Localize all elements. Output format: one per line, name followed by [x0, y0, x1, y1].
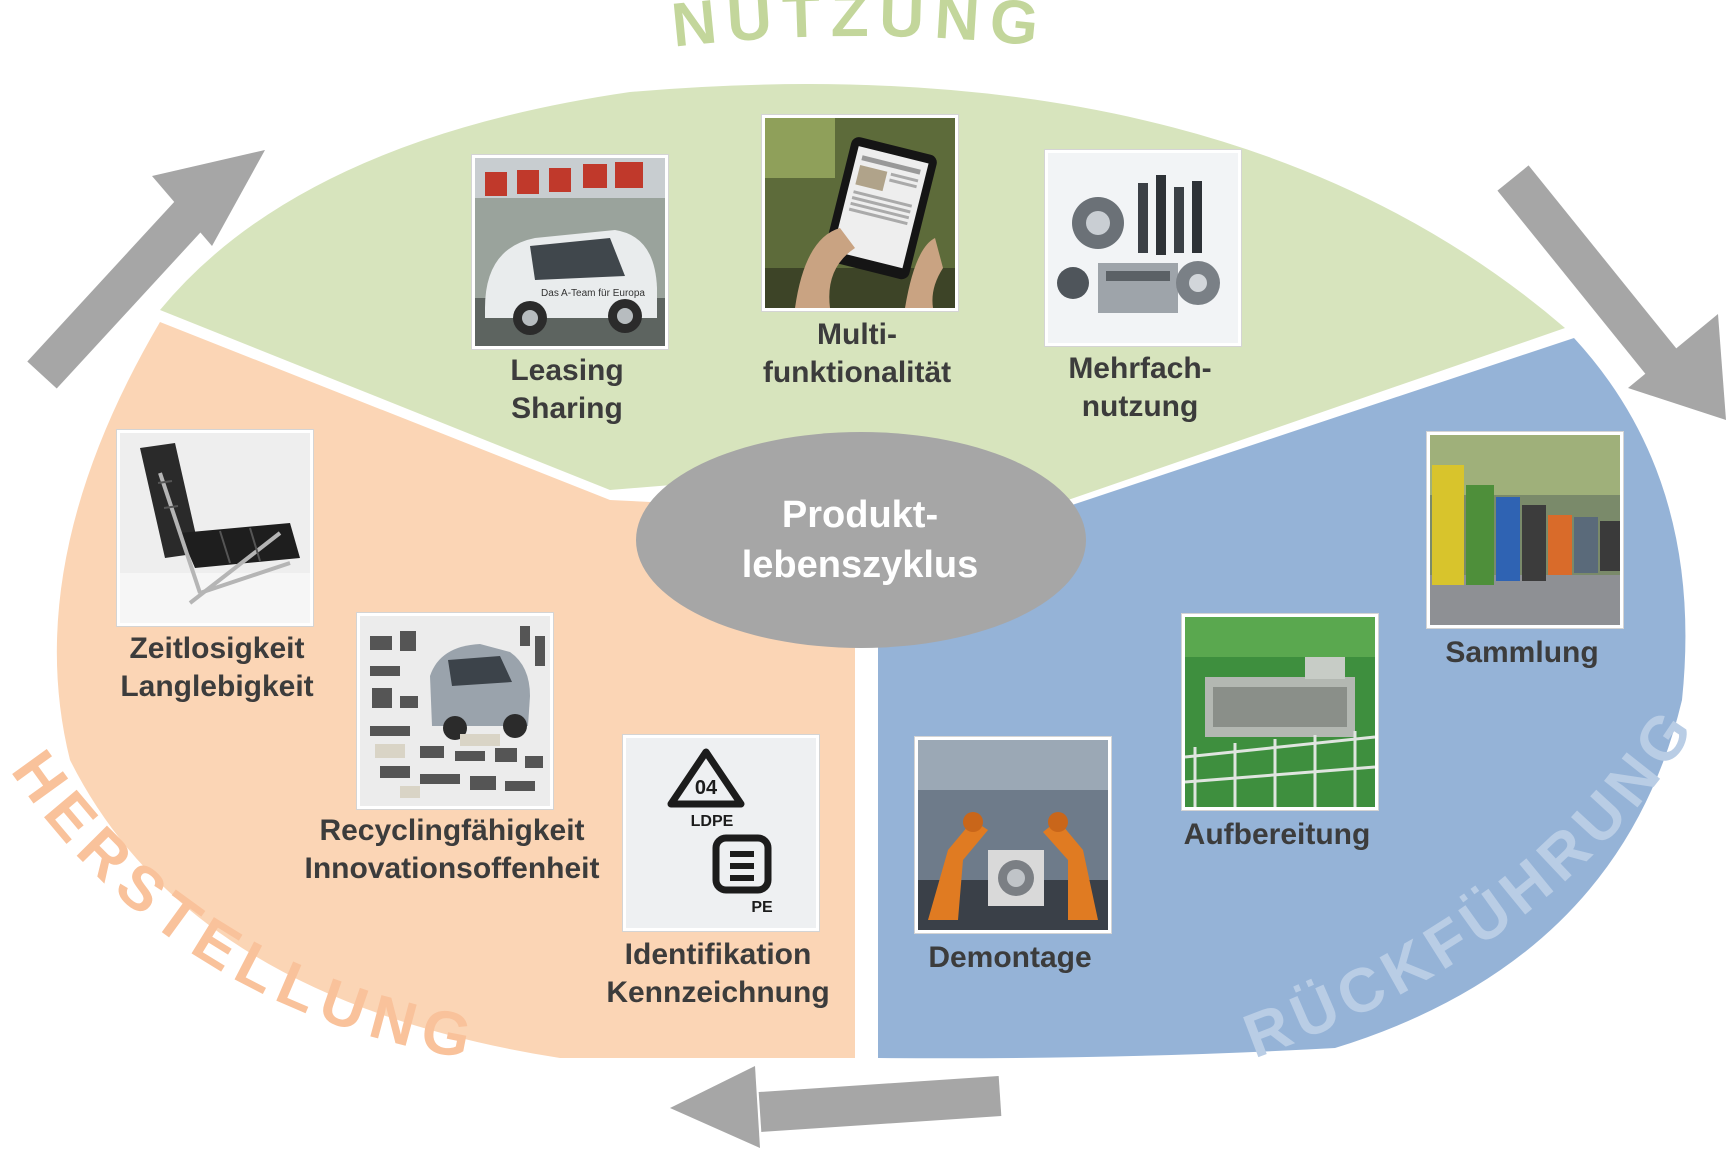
lounge-chair-photo	[117, 430, 313, 626]
label-demontage: Demontage	[928, 941, 1092, 974]
cycle-arrow-top-left	[27, 150, 265, 389]
disassembled-car-photo	[357, 613, 553, 809]
center-title-line2: lebenszyklus	[741, 544, 979, 586]
center-ellipse	[636, 432, 1086, 648]
center-title-line1: Produkt-	[781, 494, 939, 536]
cycle-arrow-bottom	[670, 1066, 1002, 1148]
label-sammlung: Sammlung	[1445, 636, 1599, 669]
car-sign-text: Das A-Team für Europa	[541, 288, 645, 299]
label-zeitlos: Zeitlosigkeit Langlebigkeit	[120, 632, 314, 703]
label-aufbereitung: Aufbereitung	[1183, 818, 1371, 851]
auto-parts-photo	[1045, 150, 1241, 346]
phase-title-nutzung: NUTZUNG	[668, 0, 1051, 61]
code1-label: LDPE	[691, 813, 734, 830]
center-title: Produkt- lebenszyklus	[660, 490, 1060, 590]
label-mehrfach: Mehrfach- nutzung	[1068, 352, 1212, 423]
code2-label: PE	[751, 899, 773, 916]
robot-disassembly-photo	[915, 737, 1111, 933]
label-multi: Multi- funktionalität	[762, 318, 952, 389]
code1-number: 04	[695, 777, 718, 799]
waste-bins-photo	[1427, 432, 1623, 628]
cycle-arrow-top-right	[1497, 165, 1726, 420]
carsharing-photo: Das A-Team für Europa	[472, 155, 668, 349]
label-recycling: Recyclingfähigkeit Innovationsoffenheit	[304, 814, 600, 885]
tablet-photo	[762, 115, 958, 311]
label-ident: Identifikation Kennzeichnung	[606, 938, 830, 1009]
recycling-code-photo: 04 LDPE PE	[623, 735, 819, 931]
recycling-plant-photo	[1182, 614, 1378, 810]
label-leasing: Leasing Sharing	[510, 354, 624, 425]
